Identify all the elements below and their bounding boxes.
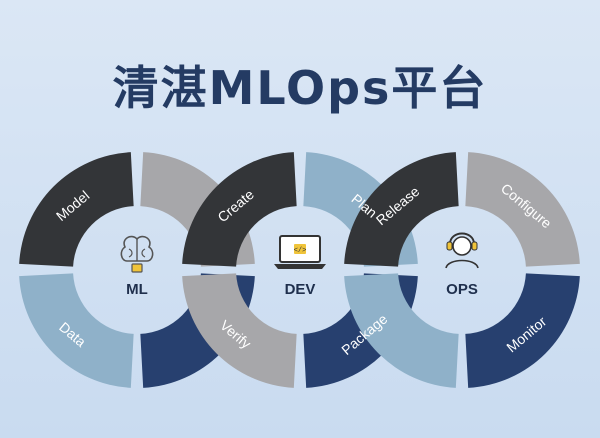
ml-segment-model xyxy=(19,152,134,267)
laptop-code-icon: </> xyxy=(274,235,326,269)
ops-segment-release xyxy=(344,152,459,267)
ops-segment-bottom-left xyxy=(344,273,459,388)
ops-hub-label: OPS xyxy=(446,281,478,298)
ml-segment-data xyxy=(19,273,134,388)
dev-segment-verify xyxy=(182,273,297,388)
ops-segment-monitor xyxy=(465,273,580,388)
ops-segment-configure xyxy=(465,152,580,267)
support-agent-icon xyxy=(445,232,479,269)
dev-segment-create xyxy=(182,152,297,267)
ml-hub-label: ML xyxy=(126,281,148,298)
svg-text:</>: </> xyxy=(294,247,307,255)
page-title: 清湛MLOps平台 xyxy=(112,61,488,115)
dev-hub-label: DEV xyxy=(285,281,316,298)
brain-chip-icon xyxy=(120,235,154,273)
